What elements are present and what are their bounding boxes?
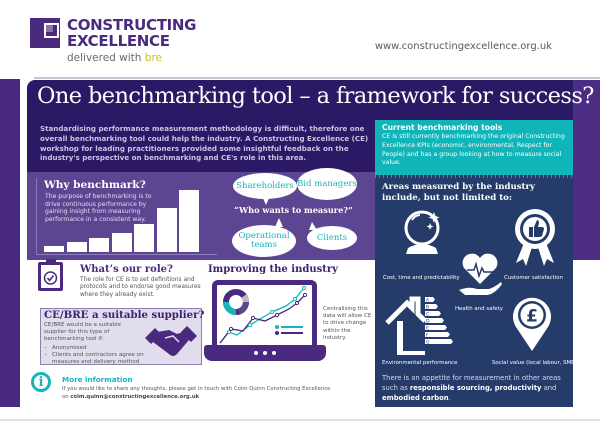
appetite-mid: and bbox=[541, 384, 557, 392]
bubble-tail bbox=[275, 218, 283, 227]
improving-text: Centralising this data will allow CE to … bbox=[323, 306, 372, 341]
svg-text:A: A bbox=[426, 297, 430, 303]
growth-bar bbox=[134, 224, 154, 252]
who-wants-to-measure: “Who wants to measure?” bbox=[234, 205, 353, 215]
laptop-dot bbox=[263, 351, 267, 355]
website-link[interactable]: www.constructingexcellence.org.uk bbox=[374, 41, 552, 52]
bubble-tail bbox=[262, 196, 270, 205]
svg-text:C: C bbox=[426, 311, 429, 317]
supplier-title: CE/BRE a suitable supplier? bbox=[44, 309, 205, 321]
growth-bar bbox=[179, 190, 199, 252]
heart-hand-icon bbox=[459, 253, 502, 295]
logo-tagline: delivered with bre bbox=[67, 52, 162, 64]
tagline-prefix: delivered with bbox=[67, 52, 145, 64]
email-prefix: on bbox=[62, 394, 71, 400]
thumbs-up-rosette-icon bbox=[515, 209, 555, 266]
current-tools-title: Current benchmarking tools bbox=[382, 123, 503, 132]
growth-bar bbox=[44, 246, 64, 252]
svg-text:F: F bbox=[426, 332, 429, 338]
supplier-bullet-2: Clients and contractors agree on measure… bbox=[52, 351, 144, 366]
more-info-title: More information bbox=[62, 375, 133, 384]
growth-bar bbox=[66, 242, 87, 252]
supplier-bullet-1: Anonymised bbox=[52, 344, 87, 351]
improving-title: Improving the industry bbox=[208, 264, 338, 275]
right-accent-strip bbox=[573, 80, 600, 260]
bubble-tail bbox=[309, 222, 317, 230]
more-info-body: If you would like to share any thoughts,… bbox=[62, 386, 331, 392]
area-label-cost: Cost, time and predictability bbox=[383, 275, 460, 281]
area-label-health: Health and safety bbox=[455, 306, 503, 312]
area-label-customer: Customer satisfaction bbox=[504, 275, 563, 281]
info-icon: i bbox=[31, 372, 51, 392]
intro-panel bbox=[27, 122, 375, 172]
current-tools-panel bbox=[375, 120, 573, 175]
bubble-operational-teams: Operational teams bbox=[232, 225, 296, 257]
svg-text:B: B bbox=[426, 304, 429, 310]
bubble-bid-managers: Bid managers bbox=[297, 168, 357, 200]
page-title: One benchmarking tool – a framework for … bbox=[37, 83, 594, 109]
laptop-dot bbox=[272, 351, 276, 355]
title-band bbox=[27, 80, 507, 122]
handshake-icon bbox=[145, 326, 197, 356]
areas-title: Areas measured by the industry include, … bbox=[382, 182, 536, 203]
logo-text-line1: CONSTRUCTING bbox=[67, 16, 197, 34]
role-title: What’s our role? bbox=[80, 264, 173, 275]
svg-text:G: G bbox=[426, 339, 430, 345]
svg-text:D: D bbox=[426, 318, 430, 324]
role-text: The role for CE is to set definitions an… bbox=[80, 277, 201, 298]
area-label-environmental: Environmental performance bbox=[382, 360, 458, 366]
contact-email-link[interactable]: colm.quinn@constructingexcellence.org.uk bbox=[70, 394, 200, 400]
bubble-clients: Clients bbox=[307, 226, 357, 250]
title-band-extension bbox=[507, 80, 573, 122]
left-accent-strip bbox=[0, 79, 20, 407]
why-benchmark-title: Why benchmark? bbox=[44, 179, 146, 191]
more-info-text: If you would like to share any thoughts,… bbox=[62, 385, 362, 401]
growth-bar bbox=[89, 238, 109, 252]
laptop-dot bbox=[254, 351, 258, 355]
growth-bar bbox=[156, 208, 177, 252]
header-divider bbox=[34, 77, 600, 79]
pound-location-pin-icon: £ bbox=[513, 297, 551, 351]
bubble-shareholders: Shareholders bbox=[233, 173, 297, 199]
logo-mark bbox=[30, 18, 60, 48]
appetite-prefix: There is an appetite for measurement in … bbox=[382, 374, 561, 392]
footer-divider bbox=[0, 419, 600, 421]
crystal-ball-icon bbox=[404, 210, 440, 254]
tagline-brand: bre bbox=[144, 52, 163, 64]
intro-text: Standardising performance measurement me… bbox=[40, 124, 369, 163]
growth-bar bbox=[111, 233, 132, 252]
bar-chart-axes bbox=[36, 178, 217, 255]
ruler-decoration bbox=[375, 170, 573, 178]
current-tools-text: CE is still currently benchmarking the o… bbox=[382, 133, 565, 167]
dashboard-chart-graphic bbox=[219, 285, 308, 344]
appetite-bold-2: embodied carbon bbox=[382, 394, 449, 402]
svg-text:£: £ bbox=[526, 307, 538, 327]
bubble-tail bbox=[299, 185, 308, 193]
clipboard-check-icon bbox=[38, 262, 63, 291]
area-label-social-value: Social value (local labour, SMEs) bbox=[492, 360, 580, 366]
appetite-text: There is an appetite for measurement in … bbox=[382, 373, 568, 403]
supplier-intro: CE/BRE would be a suitable supplier for … bbox=[44, 322, 121, 343]
svg-text:E: E bbox=[426, 325, 429, 331]
why-benchmark-text: The purpose of benchmarking is to drive … bbox=[45, 193, 152, 223]
appetite-bold-1: responsible sourcing, productivity bbox=[409, 384, 542, 392]
logo-text-line2: EXCELLENCE bbox=[67, 32, 170, 50]
supplier-text: CE/BRE would be a suitable supplier for … bbox=[44, 322, 144, 366]
appetite-suffix: . bbox=[448, 394, 451, 402]
